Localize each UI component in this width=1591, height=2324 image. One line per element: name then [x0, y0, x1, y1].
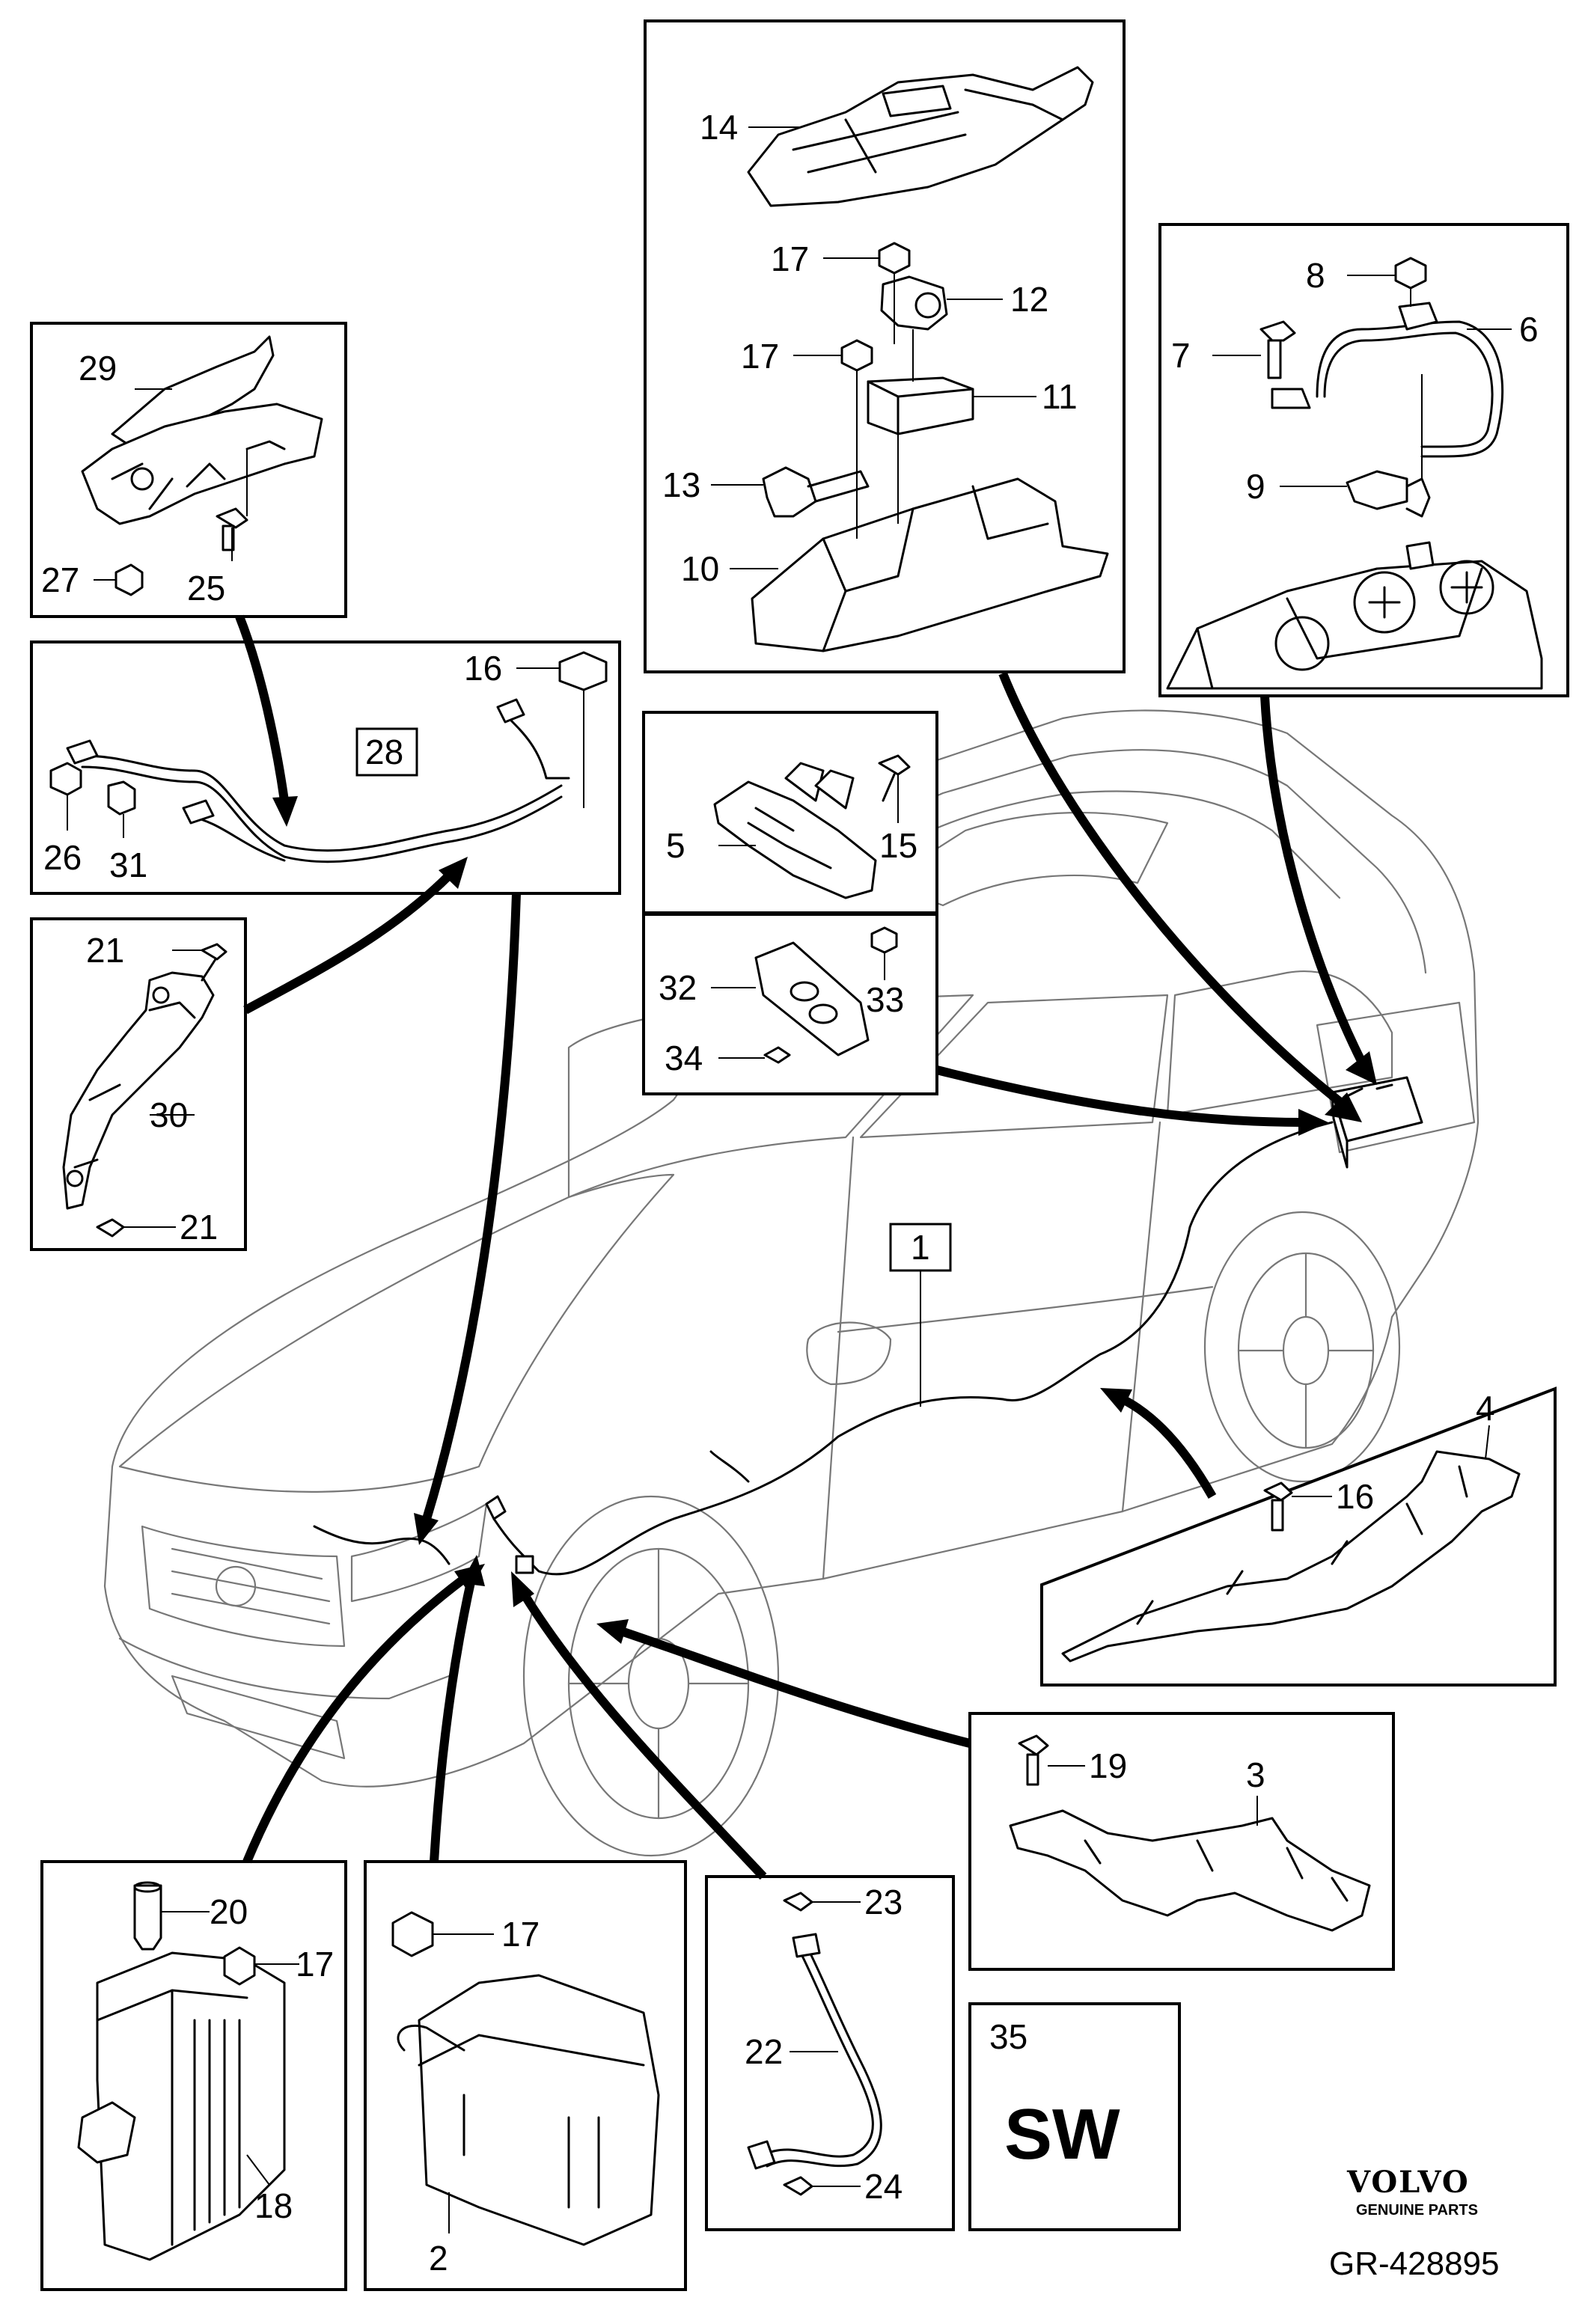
label-4: 4 — [1476, 1389, 1495, 1428]
part-9-terminal — [1346, 470, 1408, 510]
label-23: 23 — [864, 1883, 903, 1921]
part-20-bolt — [133, 1884, 162, 1951]
box-cable-guide-3: 19 3 — [968, 1712, 1395, 1971]
part-8-nut — [1394, 257, 1427, 290]
part-17-nut-2 — [391, 1911, 434, 1957]
part-17-nut-upper — [878, 242, 911, 275]
label-11: 11 — [1042, 377, 1078, 416]
box-grommet-5: 5 15 — [642, 711, 938, 914]
box-software: 35 SW — [968, 2002, 1181, 2231]
label-16: 16 — [464, 649, 502, 688]
part-15-screw — [878, 754, 911, 776]
box-battery-cable: 8 6 7 9 — [1158, 223, 1569, 697]
label-24: 24 — [864, 2167, 903, 2206]
part-4-guide — [1061, 1450, 1521, 1663]
part-30-bracket — [62, 971, 215, 1210]
part-34-screw — [763, 1046, 791, 1064]
label-28-box — [355, 727, 418, 777]
part-21-bolt-upper — [201, 943, 227, 961]
box-control-module-18: 20 17 18 — [40, 1860, 347, 2291]
label-16-right: 16 — [1336, 1477, 1374, 1516]
label-9: 9 — [1246, 467, 1265, 506]
box-cable-bracket-30: 21 30 21 — [30, 917, 247, 1251]
connector-arrows — [235, 614, 1377, 1880]
part-28-cable — [81, 754, 563, 852]
part-17-nut-module — [223, 1946, 256, 1986]
label-1-group: 1 — [889, 1223, 952, 1407]
part-5-grommet — [713, 780, 877, 899]
part-14-cover — [747, 66, 1094, 207]
label-27: 27 — [41, 560, 79, 599]
label-17-module: 17 — [296, 1945, 334, 1984]
label-18: 18 — [254, 2186, 293, 2225]
label-1: 1 — [911, 1228, 930, 1267]
label-21-lower: 21 — [180, 1208, 218, 1247]
label-13: 13 — [662, 465, 700, 504]
label-3: 3 — [1246, 1755, 1265, 1794]
part-31-grommet — [107, 780, 136, 816]
software-sw-text: SW — [1004, 2094, 1120, 2174]
part-26-grommet — [49, 762, 82, 796]
label-17-upper: 17 — [771, 239, 809, 278]
label-7: 7 — [1171, 336, 1191, 375]
part-7-bolt — [1259, 320, 1296, 342]
label-12: 12 — [1010, 280, 1048, 319]
part-10-bracket — [751, 477, 1109, 652]
part-22-cable — [762, 1951, 874, 2158]
label-10: 10 — [681, 549, 719, 588]
label-28: 28 — [365, 733, 403, 771]
part-17-nut-lower — [840, 339, 873, 372]
label-5: 5 — [666, 826, 685, 865]
label-19: 19 — [1089, 1746, 1127, 1785]
label-8: 8 — [1306, 256, 1325, 295]
label-15: 15 — [879, 826, 917, 865]
box-grommet-plate: 32 33 34 — [642, 913, 938, 1095]
brand-block: VOLVO GENUINE PARTS GR-428895 — [1329, 2165, 1499, 2282]
label-14: 14 — [700, 108, 738, 147]
label-31: 31 — [109, 845, 147, 884]
box-control-module-2: 17 2 — [364, 1860, 687, 2291]
label-34: 34 — [665, 1039, 703, 1077]
brand-subtitle: GENUINE PARTS — [1356, 2202, 1478, 2218]
part-19-bolt — [1018, 1734, 1049, 1756]
part-6-cable — [1316, 320, 1504, 458]
label-30: 30 — [150, 1095, 188, 1134]
label-35: 35 — [989, 2017, 1027, 2056]
part-3-guide — [1009, 1809, 1371, 1932]
reference-number: GR-428895 — [1329, 2245, 1499, 2282]
label-20: 20 — [210, 1892, 248, 1931]
part-33-nut — [870, 926, 898, 954]
brand-name: VOLVO — [1346, 2165, 1470, 2200]
box-cable-guide-upper: 29 27 25 — [30, 322, 347, 618]
part-25-bolt — [216, 507, 248, 529]
label-25: 25 — [187, 569, 225, 608]
part-16-bolt — [1263, 1481, 1293, 1502]
label-6: 6 — [1519, 310, 1539, 349]
part-16-nut — [558, 651, 608, 691]
label-17-lower: 17 — [741, 337, 779, 376]
box-main-cable: 16 28 26 31 — [30, 640, 621, 895]
label-17-2: 17 — [501, 1915, 540, 1954]
label-29: 29 — [79, 349, 117, 388]
part-27-clip — [114, 563, 144, 596]
box-fuse-relay-assembly: 14 17 12 17 11 13 10 — [644, 19, 1126, 673]
label-32: 32 — [659, 968, 697, 1007]
label-26: 26 — [43, 838, 82, 877]
label-21-upper: 21 — [86, 931, 124, 970]
vehicle-illustration — [103, 709, 1479, 1857]
box-cable-guide-4: 16 4 — [1040, 1386, 1557, 1687]
label-33: 33 — [866, 980, 904, 1019]
part-13-clamp — [762, 466, 817, 518]
label-2: 2 — [429, 2239, 448, 2278]
box-ground-cable: 23 22 24 — [705, 1875, 955, 2231]
label-22: 22 — [745, 2032, 783, 2071]
